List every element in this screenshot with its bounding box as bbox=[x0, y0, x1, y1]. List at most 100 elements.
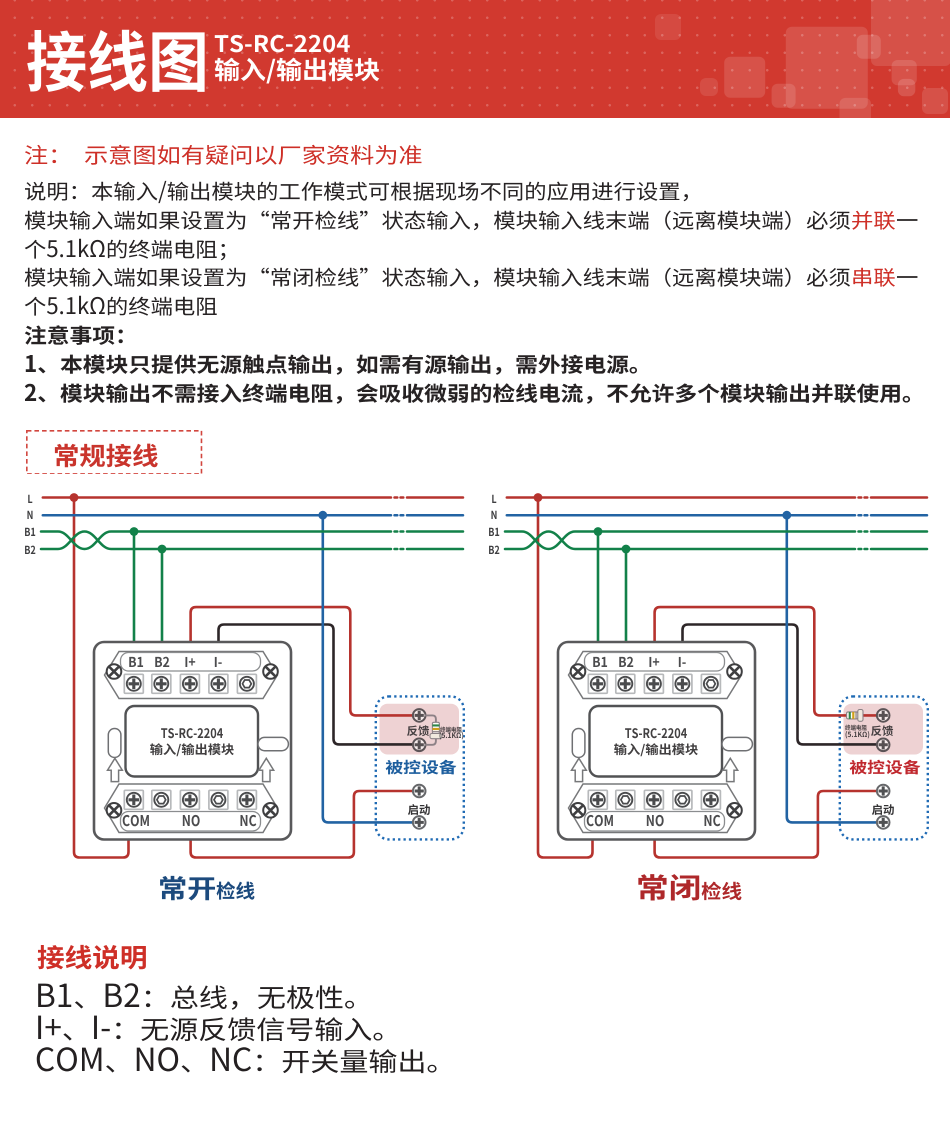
device1-feedback-label-text bbox=[871, 725, 894, 736]
module1-name bbox=[624, 727, 687, 739]
device0-start-label-text bbox=[407, 803, 430, 815]
precautions-item1 bbox=[24, 354, 652, 375]
description-line4-pre-glyphs bbox=[25, 267, 851, 288]
caption-left-main-glyphs bbox=[159, 876, 215, 901]
bus-label-r-3 bbox=[488, 544, 500, 554]
module1-bottom-terminal-label-1-text bbox=[645, 813, 664, 826]
description-line2-highlight bbox=[851, 210, 896, 230]
module0-name bbox=[160, 727, 223, 739]
bus-label-l-0-text bbox=[27, 493, 33, 503]
description-line4-highlight-glyphs bbox=[853, 268, 896, 288]
description-line5-text-glyphs bbox=[25, 295, 218, 316]
notice-label bbox=[24, 144, 72, 165]
description-line4 bbox=[24, 267, 918, 288]
description-line2 bbox=[24, 210, 918, 231]
bus-label-r-1-text bbox=[491, 510, 498, 520]
caption-left-sub-glyphs bbox=[216, 881, 255, 901]
device0-name bbox=[385, 759, 457, 775]
header-model-text bbox=[214, 32, 351, 53]
wires-left bbox=[72, 497, 413, 859]
module1-type bbox=[613, 743, 699, 757]
bus-lines-right bbox=[503, 496, 929, 551]
bus-label-l-2-text bbox=[24, 526, 36, 537]
io-module-right bbox=[556, 640, 757, 841]
legend-line-0 bbox=[35, 983, 373, 1010]
notice-label-glyphs bbox=[25, 144, 57, 165]
device0-start-label bbox=[407, 803, 430, 815]
device1-resistor-label1 bbox=[844, 724, 867, 731]
device1-name-text-glyphs bbox=[849, 759, 921, 775]
bus-label-l-1 bbox=[27, 510, 34, 520]
module0-top-terminal-label-0-text-glyphs bbox=[129, 656, 144, 667]
bus-label-r-1 bbox=[491, 510, 498, 520]
description-line4-post-glyphs bbox=[896, 276, 918, 279]
precautions-item2-text-glyphs bbox=[25, 382, 911, 404]
module1-bottom-terminal-label-0-text bbox=[586, 813, 614, 826]
module0-top-terminal-label-0-text bbox=[128, 655, 144, 667]
description-line4-pre bbox=[24, 267, 851, 288]
bus-label-l-2 bbox=[24, 526, 36, 537]
module1-top-terminal-label-0-text bbox=[592, 655, 608, 667]
legend-title-text bbox=[37, 944, 147, 969]
description-line1-text-glyphs bbox=[25, 180, 689, 204]
legend-line-2 bbox=[35, 1047, 455, 1074]
module0-top-terminal-label-3-text-glyphs bbox=[214, 656, 222, 667]
device1-start-label bbox=[871, 803, 894, 815]
header-subtitle-text-glyphs bbox=[215, 57, 380, 84]
module1-type-text bbox=[613, 743, 699, 757]
precautions-item1-text bbox=[24, 354, 652, 375]
section-badge bbox=[26, 429, 203, 475]
description-line3 bbox=[24, 238, 240, 260]
module1-bottom-terminal-label-2-text-glyphs bbox=[704, 814, 720, 826]
description-line2-post bbox=[896, 210, 918, 228]
caption-right-main bbox=[636, 874, 701, 901]
module1-top-terminal-label-1-text bbox=[618, 655, 634, 667]
bus-label-l-3-text bbox=[24, 544, 36, 554]
io-module-left bbox=[92, 640, 293, 841]
precautions-title-text bbox=[24, 325, 138, 345]
module1-top-terminal-label-3-text-glyphs bbox=[678, 656, 686, 667]
module0-name-text bbox=[160, 727, 223, 739]
junction-dots-right bbox=[533, 493, 792, 554]
terminal-resistor-series bbox=[846, 708, 864, 722]
bus-label-r-2-text bbox=[488, 526, 500, 537]
notice-line bbox=[24, 144, 423, 165]
module1-top-terminal-label-2 bbox=[648, 655, 660, 667]
device1-resistor-label2-text-glyphs bbox=[845, 730, 869, 738]
device1-feedback-label-text-glyphs bbox=[871, 725, 894, 736]
module1-name-text-glyphs bbox=[624, 728, 687, 739]
bus-label-r-3-text bbox=[488, 544, 500, 554]
device1-resistor-label1-text-glyphs bbox=[844, 724, 867, 731]
legend-line-1 bbox=[35, 1015, 401, 1042]
module1-top-terminal-label-2-text bbox=[648, 655, 660, 667]
device0-resistor-label1-text bbox=[439, 726, 462, 733]
device1-resistor-label2 bbox=[845, 730, 870, 738]
notice-text-glyphs bbox=[85, 144, 422, 165]
module1-type-text-glyphs bbox=[613, 743, 698, 757]
bus-label-r-0-text bbox=[491, 493, 497, 503]
description-line1 bbox=[24, 180, 703, 204]
device1-resistor-label2-text bbox=[845, 730, 870, 738]
module0-top-terminal-label-1-text bbox=[154, 655, 170, 667]
module0-top-terminal-label-2-text bbox=[184, 655, 196, 667]
caption-right-main-glyphs bbox=[638, 874, 700, 901]
section-badge-border bbox=[26, 429, 203, 475]
page-title bbox=[26, 28, 209, 93]
module-label-box bbox=[588, 704, 724, 778]
module1-top-terminal-label-2-text-glyphs bbox=[649, 656, 660, 667]
precautions-item1-text-glyphs bbox=[26, 354, 638, 375]
terminal-resistor-parallel bbox=[424, 714, 443, 746]
module0-top-terminal-label-0 bbox=[128, 655, 144, 667]
module1-top-terminal-label-1 bbox=[618, 655, 634, 667]
module1-top-terminal-label-1-text-glyphs bbox=[618, 656, 633, 667]
module1-top-terminal-label-0-text-glyphs bbox=[593, 656, 608, 667]
section-badge-label-text-glyphs bbox=[55, 443, 159, 468]
legend-line-1-text-glyphs bbox=[37, 1015, 382, 1042]
description-line5-text bbox=[24, 295, 218, 316]
description-line2-highlight-glyphs bbox=[852, 210, 896, 230]
module1-top-terminal-label-0 bbox=[592, 655, 608, 667]
device1-start-label-text bbox=[871, 803, 894, 815]
bus-label-r-1-text-glyphs bbox=[491, 511, 497, 520]
bus-label-r-3-text-glyphs bbox=[489, 545, 500, 554]
page-title-text-glyphs bbox=[27, 30, 205, 93]
